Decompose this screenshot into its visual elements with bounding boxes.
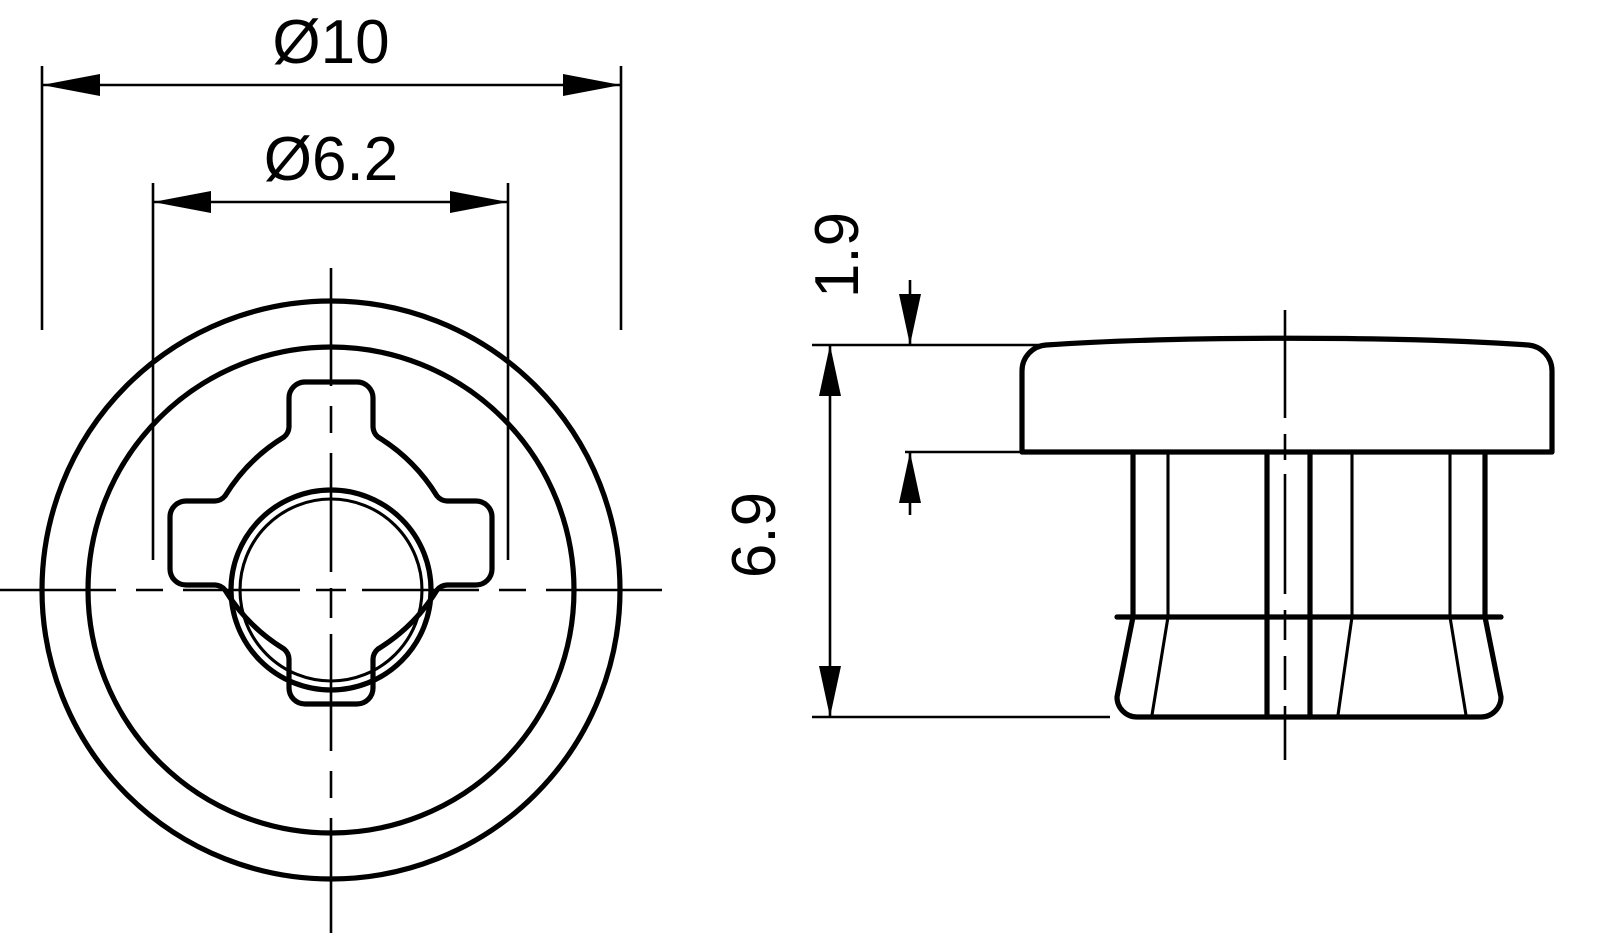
arrowhead-overall-bottom	[819, 666, 841, 717]
dimension-overall-height: 6.9	[720, 345, 1110, 719]
arrowhead-overall-top	[819, 345, 841, 396]
dimension-label-overall-height: 6.9	[720, 492, 789, 578]
side-view	[1019, 310, 1555, 760]
dimension-outer-diameter: Ø10	[40, 8, 623, 330]
arrowhead-flange-top	[899, 294, 921, 345]
side-flange-outline	[1019, 335, 1555, 455]
dimension-label-inner-diameter: Ø6.2	[264, 125, 398, 194]
side-thin-rib-right-flare	[1336, 615, 1354, 717]
front-cross-profile	[167, 379, 495, 707]
arrowhead-left-outer	[42, 74, 100, 96]
arrowhead-right-inner	[450, 191, 508, 213]
dimension-label-flange-thickness: 1.9	[803, 212, 872, 298]
dimension-flange-thickness: 1.9	[803, 212, 1040, 515]
dimension-inner-diameter: Ø6.2	[151, 125, 510, 560]
arrowhead-flange-bottom	[899, 452, 921, 503]
arrowhead-right-outer	[563, 74, 621, 96]
arrowhead-left-inner	[153, 191, 211, 213]
side-thin-rib-far-right-flare	[1448, 615, 1468, 717]
dimension-label-outer-diameter: Ø10	[272, 8, 389, 77]
front-view	[0, 268, 662, 933]
side-thin-rib-left-flare	[1150, 615, 1170, 717]
